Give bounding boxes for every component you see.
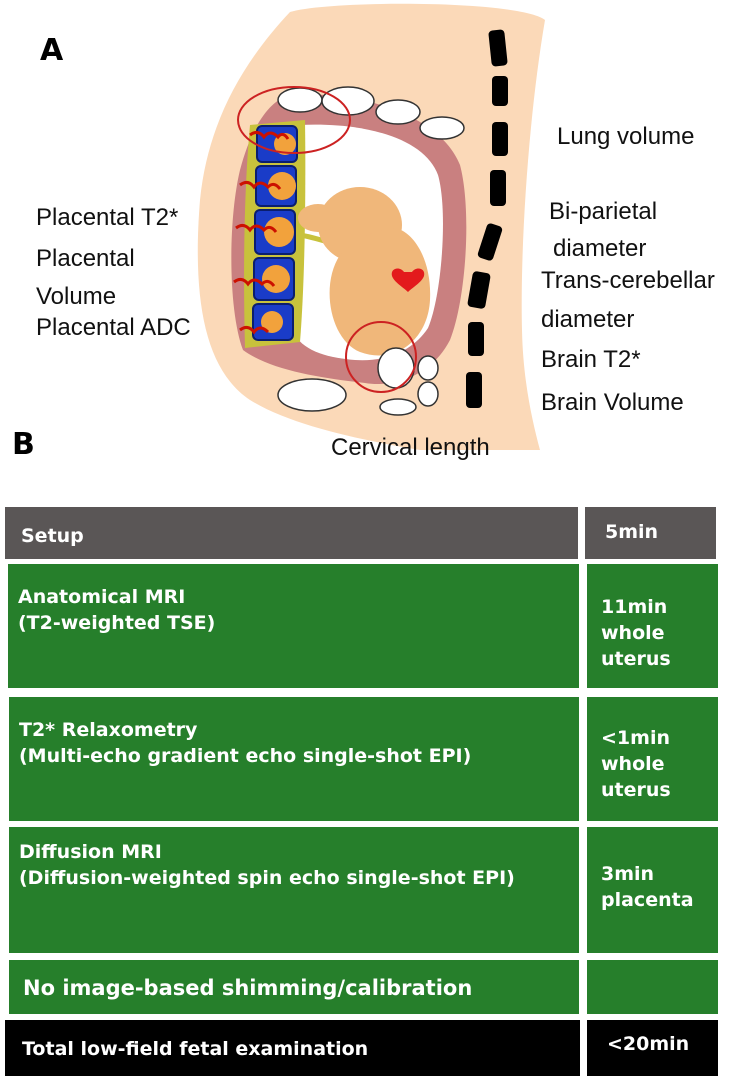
step-sequence: (T2-weighted TSE) xyxy=(18,612,216,635)
step-label: No image-based shimming/calibration xyxy=(23,976,473,1000)
label-lung-volume: Lung volume xyxy=(557,123,695,150)
fetal-arm xyxy=(298,204,338,232)
step-time-scope: uterus xyxy=(601,779,671,802)
highlight-circle-cervix xyxy=(345,321,417,393)
label-cervical-length: Cervical length xyxy=(331,434,490,461)
vertebra xyxy=(492,76,508,106)
spiral-artery xyxy=(239,325,270,335)
vertebra xyxy=(467,271,491,309)
step-label: T2* Relaxometry xyxy=(19,719,198,741)
cotyledon-core xyxy=(268,172,296,200)
cotyledon-core xyxy=(262,265,290,293)
bone xyxy=(277,378,347,412)
total-time: <20min xyxy=(607,1033,690,1055)
bone xyxy=(417,381,439,407)
diffusion-mri-step: Diffusion MRI (Diffusion-weighted spin e… xyxy=(9,827,579,953)
anatomy-illustration xyxy=(197,3,545,451)
bone xyxy=(419,116,465,140)
label-trans-cerebellar: Trans-cerebellar xyxy=(541,267,715,294)
step-time-scope: whole xyxy=(601,622,665,645)
label-placental: Placental xyxy=(36,245,135,272)
panel-a-letter: A xyxy=(40,33,64,68)
step-time: <1min xyxy=(601,727,670,749)
step-sequence: (Multi-echo gradient echo single-shot EP… xyxy=(19,745,472,768)
step-label: Anatomical MRI xyxy=(18,586,186,608)
fetal-body xyxy=(329,228,431,356)
step-time-scope: placenta xyxy=(601,889,694,912)
bone xyxy=(277,87,323,113)
setup-duration: 5min xyxy=(585,507,716,559)
label-brain-volume: Brain Volume xyxy=(541,389,684,416)
total-label: Total low-field fetal examination xyxy=(22,1038,369,1060)
label-placental-t2star: Placental T2* xyxy=(36,204,179,231)
label-placental-adc: Placental ADC xyxy=(36,314,191,341)
vertebra xyxy=(490,170,506,206)
label-bi-parietal: Bi-parietal xyxy=(549,198,658,225)
bone xyxy=(321,86,375,116)
step-time: 11min xyxy=(601,596,668,618)
bone xyxy=(377,347,415,389)
step-time-scope: whole xyxy=(601,753,665,776)
step-time-scope: uterus xyxy=(601,648,671,671)
total-examination: Total low-field fetal examination xyxy=(5,1020,580,1076)
spiral-artery xyxy=(233,277,276,287)
anatomical-mri-step: Anatomical MRI (T2-weighted TSE) xyxy=(8,564,579,688)
vertebra xyxy=(488,29,508,67)
label-bpd-diameter: diameter xyxy=(553,235,647,262)
no-shimming-duration xyxy=(587,960,718,1014)
spiral-arteries xyxy=(233,130,290,335)
bone xyxy=(379,398,417,416)
step-time: 5min xyxy=(605,521,659,543)
t2star-relaxometry-step: T2* Relaxometry (Multi-echo gradient ech… xyxy=(9,697,579,821)
label-brain-t2star: Brain T2* xyxy=(541,346,641,373)
diffusion-mri-duration: 3min placenta xyxy=(587,827,718,953)
anatomical-mri-duration: 11min whole uterus xyxy=(587,564,718,688)
fetus xyxy=(298,187,431,356)
step-label: Diffusion MRI xyxy=(19,841,162,863)
label-tcd-diameter: diameter xyxy=(541,306,635,333)
vertebra xyxy=(466,372,482,408)
vertebra xyxy=(477,223,503,261)
cotyledon-core xyxy=(261,311,283,333)
maternal-spine xyxy=(466,29,508,408)
placenta-cotyledons xyxy=(252,125,298,341)
step-sequence: (Diffusion-weighted spin echo single-sho… xyxy=(19,867,515,890)
pelvic-bones xyxy=(277,86,465,416)
vertebra xyxy=(468,322,484,356)
total-duration: <20min xyxy=(587,1020,718,1076)
spiral-artery xyxy=(239,180,282,190)
highlight-circle-top xyxy=(237,86,351,154)
spiral-artery xyxy=(235,223,278,233)
bone xyxy=(375,99,421,125)
cotyledon-core xyxy=(274,133,296,155)
panel-b-letter: B xyxy=(12,427,35,462)
step-time: 3min xyxy=(601,863,655,885)
setup-step: Setup xyxy=(5,507,578,559)
spiral-artery xyxy=(249,130,290,140)
t2star-relaxometry-duration: <1min whole uterus xyxy=(587,697,718,821)
step-label: Setup xyxy=(21,525,84,547)
cotyledon-core xyxy=(264,217,294,247)
no-shimming-step: No image-based shimming/calibration xyxy=(9,960,579,1014)
label-volume: Volume xyxy=(36,283,117,310)
fetal-heart-icon xyxy=(391,268,425,292)
vertebra xyxy=(492,122,508,156)
bone xyxy=(417,355,439,381)
